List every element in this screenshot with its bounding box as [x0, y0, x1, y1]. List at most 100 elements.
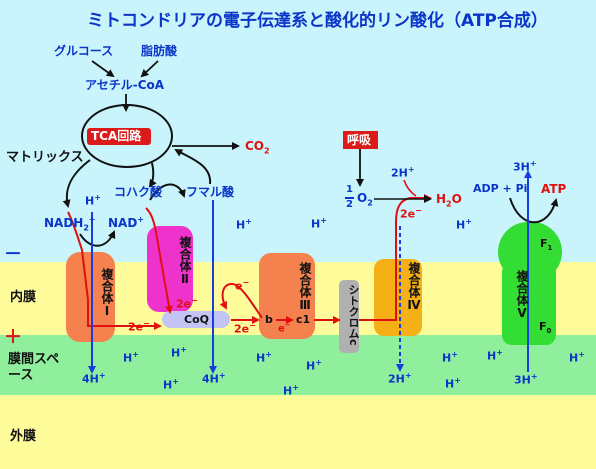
proton-matrix-2-sup: +: [245, 217, 252, 226]
proton-matrix-4: H+: [456, 218, 472, 231]
electron-label-complex2-sup: −: [191, 296, 198, 305]
h2o-label: H2O: [436, 193, 462, 208]
proton-ims-7-text: H: [442, 351, 452, 365]
proton-ims-1-text: H: [123, 351, 133, 365]
proton-4h-complex1-sup: +: [98, 371, 106, 380]
diagram-title: ミトコンドリアの電子伝達系と酸化的リン酸化（ATP合成）: [87, 11, 548, 31]
proton-ims-2-text: H: [171, 346, 181, 360]
tca-cycle-label: TCA回路: [91, 129, 142, 143]
electron-label-complex2: 2e−: [176, 297, 198, 310]
electron-label-b-c1-sup: −: [284, 321, 291, 329]
electron-label-complex1: 2e−: [128, 320, 150, 333]
h2o-text: H: [436, 192, 447, 206]
proton-3h-matrix: 3H+: [513, 160, 537, 173]
proton-ims-4: H+: [256, 351, 272, 364]
complex-5-text: 複合体Ⅴ: [515, 270, 529, 320]
complex-3-shape: [259, 253, 315, 339]
complex-4-label: 複合体Ⅳ: [376, 262, 421, 312]
electron-label-b-c1-text: e: [278, 323, 285, 335]
proton-ims-1-sup: +: [132, 350, 139, 359]
proton-matrix-3: H+: [311, 217, 327, 230]
electron-label-coq: 2e−: [234, 322, 256, 335]
electron-label-coq-text: 2e: [234, 322, 250, 336]
arrow-nadh-nad: [79, 230, 116, 247]
inner-membrane-label: 内膜: [10, 290, 37, 305]
complex-1-label: 複合体Ⅰ: [68, 268, 114, 318]
cytochrome-c-text: シトクロムc: [347, 284, 360, 346]
proton-3h-ims-sup: +: [530, 372, 538, 381]
complex-4-text: 複合体Ⅳ: [407, 262, 421, 312]
proton-matrix-1-sup: +: [94, 193, 101, 202]
co2-text: CO: [245, 139, 265, 153]
proton-2h-complex4-sup: +: [404, 371, 412, 380]
cytochrome-b-label: b: [265, 313, 273, 326]
arrow-tca-succinate: [148, 162, 157, 188]
electron-label-qcycle-sup: −: [242, 278, 250, 287]
proton-matrix-4-text: H: [456, 218, 466, 232]
proton-2h-complex4-text: 2H: [388, 372, 405, 386]
proton-matrix-2-text: H: [236, 218, 246, 232]
proton-3h-matrix-sup: +: [529, 159, 537, 168]
arrow-adp-atp: [509, 197, 559, 224]
outer-membrane-label: 外膜: [10, 429, 37, 444]
matrix-label: マトリックス: [6, 150, 84, 165]
f1-subscript: 1: [547, 244, 553, 253]
adp-pi-label: ADP + Pi: [473, 182, 528, 195]
proton-2h-matrix-text: 2H: [391, 166, 408, 180]
electron-label-complex1-sup: −: [143, 319, 150, 328]
electron-label-complex1-text: 2e: [128, 320, 144, 334]
coq-label: CoQ: [184, 313, 209, 326]
proton-ims-10-text: H: [569, 351, 579, 365]
complex-1-text: 複合体Ⅰ: [100, 268, 114, 318]
acetyl-coa-label: アセチル-CoA: [85, 78, 165, 92]
o2-label: O2: [357, 192, 373, 207]
proton-matrix-2: H+: [236, 218, 252, 231]
proton-ims-9-sup: +: [454, 376, 461, 385]
cytochrome-c-label: シトクロムc: [339, 284, 360, 346]
f0-subscript: 0: [546, 327, 552, 336]
electron-label-coq-sup: −: [249, 321, 256, 330]
proton-ims-3-text: H: [163, 378, 173, 392]
f1-text: F: [540, 237, 548, 250]
proton-3h-matrix-text: 3H: [513, 160, 530, 174]
proton-2h-matrix: 2H+: [391, 166, 415, 179]
membrane-potential-plus: ＋: [4, 327, 22, 348]
proton-ims-5-text: H: [306, 359, 316, 373]
membrane-potential-minus: －: [4, 244, 22, 265]
arrow-glucose-acetylcoa: [91, 60, 115, 78]
proton-ims-3: H+: [163, 378, 179, 391]
proton-3h-ims: 3H+: [514, 373, 538, 386]
proton-4h-complex3-text: 4H: [202, 372, 219, 386]
cytochrome-c-shape: [339, 280, 359, 353]
complex-3-text: 複合体Ⅲ: [298, 262, 312, 312]
electron-path-complex1: [67, 211, 162, 330]
electron-path-complex2: [145, 207, 173, 314]
proton-matrix-3-sup: +: [320, 216, 327, 225]
nadh-label: NADH2+: [44, 216, 96, 232]
nadh-superscript: +: [88, 215, 96, 224]
complex-2-text: 複合体Ⅱ: [178, 236, 192, 286]
proton-ims-4-text: H: [256, 351, 266, 365]
arrow-fumarate-tca: [174, 149, 212, 185]
o2-text: O: [357, 191, 368, 205]
proton-4h-complex1: 4H+: [82, 372, 106, 385]
proton-ims-2-sup: +: [180, 345, 187, 354]
intermembrane-space-label: 膜間スペース: [8, 352, 68, 385]
atp-label: ATP: [541, 182, 567, 196]
complex-4-shape: [374, 259, 422, 336]
co2-subscript: 2: [264, 146, 270, 156]
succinate-label: コハク酸: [114, 185, 163, 199]
proton-ims-6-sup: +: [292, 383, 299, 392]
arrow-fattyacid-acetylcoa: [140, 60, 159, 78]
arrow-succinate-fumarate: [149, 183, 186, 201]
respiration-box: [343, 131, 378, 149]
complex-2-label: 複合体Ⅱ: [149, 236, 192, 286]
proton-ims-4-sup: +: [265, 350, 272, 359]
half-fraction-bar: [345, 197, 354, 199]
proton-3h-ims-text: 3H: [514, 373, 531, 387]
proton-4h-complex3: 4H+: [202, 372, 226, 385]
proton-ims-6: H+: [283, 384, 299, 397]
proton-ims-7-sup: +: [451, 350, 458, 359]
f1-label: F1: [540, 238, 552, 252]
